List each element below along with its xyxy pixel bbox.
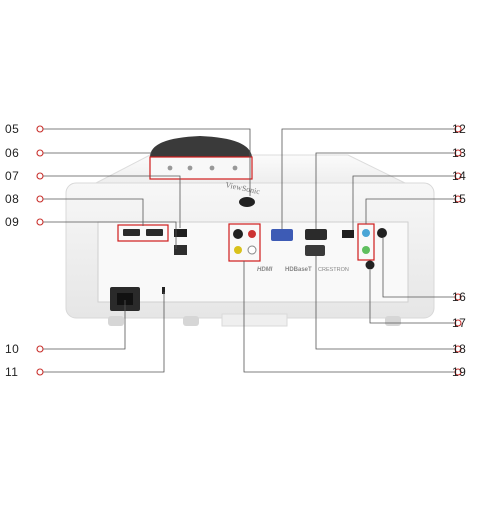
callout-18: 18 bbox=[452, 342, 467, 356]
callout-10: 10 bbox=[5, 342, 20, 356]
callout-05: 05 bbox=[5, 122, 20, 136]
callout-circles bbox=[36, 125, 462, 376]
ports: HDMI HDBaseT CRESTRON bbox=[110, 223, 387, 311]
usb-port bbox=[174, 229, 187, 237]
keypad-highlight bbox=[149, 156, 253, 180]
lens-ring bbox=[150, 136, 252, 157]
rs232-port bbox=[305, 245, 325, 256]
logo-crestron: CRESTRON bbox=[318, 267, 349, 273]
callout-12: 12 bbox=[452, 122, 467, 136]
hdmi-port-2 bbox=[146, 229, 163, 236]
callout-17: 17 bbox=[452, 316, 467, 330]
callout-06: 06 bbox=[5, 146, 20, 160]
logo-hdmi: HDMI bbox=[257, 267, 273, 273]
dc-out-port bbox=[377, 228, 387, 238]
hdmi-port-1 bbox=[123, 229, 140, 236]
usb-power-port bbox=[342, 230, 354, 238]
ir-receiver bbox=[239, 197, 255, 207]
callout-19: 19 bbox=[452, 365, 467, 379]
leader-lines bbox=[43, 128, 455, 373]
logo-hdbaset: HDBaseT bbox=[285, 267, 312, 273]
callout-13: 13 bbox=[452, 146, 467, 160]
security-slot bbox=[162, 287, 165, 294]
callout-14: 14 bbox=[452, 169, 467, 183]
callout-15: 15 bbox=[452, 192, 467, 206]
vga-out-port bbox=[305, 229, 327, 240]
callout-09: 09 bbox=[5, 215, 20, 229]
callout-16: 16 bbox=[452, 290, 467, 304]
callout-07: 07 bbox=[5, 169, 20, 183]
callout-08: 08 bbox=[5, 192, 20, 206]
lan-port bbox=[174, 245, 187, 255]
mic-port bbox=[365, 260, 375, 270]
vga-in-port bbox=[271, 229, 293, 241]
callout-11: 11 bbox=[5, 365, 19, 379]
av-inputs-highlight bbox=[228, 223, 261, 262]
